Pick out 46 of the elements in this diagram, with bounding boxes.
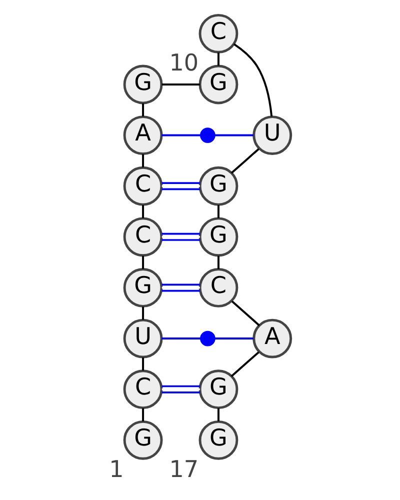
node-circle bbox=[200, 330, 216, 346]
node-circle: G bbox=[198, 166, 238, 206]
node-circle: C bbox=[198, 268, 238, 308]
connector bbox=[217, 408, 220, 422]
connector bbox=[142, 154, 144, 168]
node-circle: C bbox=[198, 14, 238, 54]
connector bbox=[217, 256, 220, 269]
connector bbox=[234, 43, 273, 117]
connector bbox=[230, 148, 260, 174]
connector bbox=[230, 351, 260, 377]
connector bbox=[231, 300, 260, 326]
node-circle: G bbox=[123, 64, 163, 104]
connector bbox=[162, 385, 200, 394]
connector bbox=[162, 83, 200, 86]
node-label: 1 bbox=[109, 457, 124, 484]
node-circle: G bbox=[198, 64, 238, 104]
connector bbox=[142, 103, 144, 117]
connector bbox=[217, 52, 220, 66]
node-circle: U bbox=[123, 318, 163, 358]
node-circle: C bbox=[123, 217, 163, 257]
connector bbox=[142, 205, 144, 218]
connector bbox=[214, 338, 254, 340]
connector bbox=[162, 182, 200, 190]
node-label: 10 bbox=[169, 50, 199, 77]
connector bbox=[214, 134, 254, 136]
connector bbox=[142, 256, 144, 269]
node-circle bbox=[200, 128, 216, 143]
connector bbox=[162, 284, 200, 292]
node-circle: G bbox=[123, 268, 163, 308]
node-circle: A bbox=[252, 318, 292, 358]
connector bbox=[142, 357, 144, 371]
connector bbox=[162, 338, 200, 340]
node-label: 17 bbox=[169, 457, 199, 484]
connector bbox=[217, 205, 220, 218]
node-circle: G bbox=[123, 420, 163, 460]
node-circle: G bbox=[198, 370, 238, 410]
connector bbox=[142, 306, 144, 320]
node-circle: U bbox=[252, 116, 292, 155]
connector bbox=[162, 232, 200, 241]
node-circle: G bbox=[198, 420, 238, 460]
node-circle: A bbox=[123, 116, 163, 155]
connector bbox=[142, 408, 144, 422]
node-circle: G bbox=[198, 217, 238, 257]
node-circle: C bbox=[123, 370, 163, 410]
node-circle: C bbox=[123, 166, 163, 206]
connector bbox=[162, 134, 200, 136]
